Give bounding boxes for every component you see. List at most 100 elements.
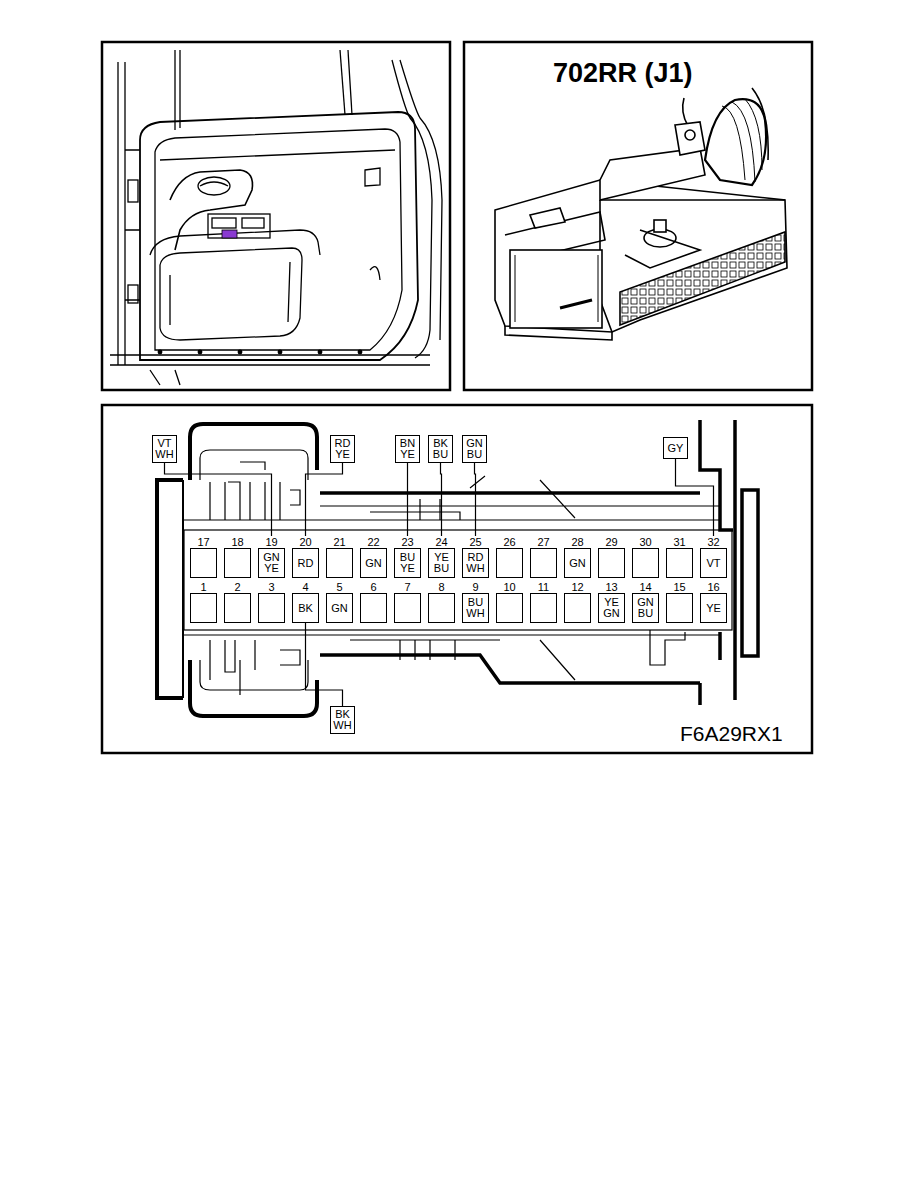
wire-color: YE BU — [434, 552, 449, 574]
wire-color-callout: BK BU — [428, 435, 453, 463]
connector-pin: 20RD — [292, 536, 319, 578]
panel-frame-part — [102, 42, 450, 390]
rear-door-drawing — [110, 50, 442, 385]
connector-sketch-part — [675, 122, 705, 155]
connector-pin: 2 — [224, 581, 251, 623]
connector-pin: 15 — [666, 581, 693, 623]
connector-pin: 22GN — [360, 536, 387, 578]
pin-cavity — [496, 593, 523, 623]
pin-number: 15 — [666, 581, 693, 593]
panel-frame-part — [464, 42, 812, 390]
housing-outline-part — [742, 490, 758, 656]
connector-pin: 19GN YE — [258, 536, 285, 578]
wire-color: GN — [569, 558, 586, 569]
pin-number: 6 — [360, 581, 387, 593]
connector-pin: 1 — [190, 581, 217, 623]
rear-door-drawing-part — [155, 129, 402, 350]
wire-color: VT WH — [155, 438, 173, 460]
leader-line — [306, 623, 343, 706]
pin-number: 32 — [700, 536, 727, 548]
pin-cavity — [564, 593, 591, 623]
connector-pin: 6 — [360, 581, 387, 623]
connector-sketch-part — [515, 255, 598, 322]
connector-pin: 32VT — [700, 536, 727, 578]
pin-number: 12 — [564, 581, 591, 593]
pin-cavity: BK — [292, 593, 319, 623]
connector-pin: 29 — [598, 536, 625, 578]
housing-outline-part — [700, 420, 733, 530]
housing-outline-part — [700, 632, 720, 705]
pin-number: 27 — [530, 536, 557, 548]
pin-cavity — [666, 548, 693, 578]
connector-pin: 26 — [496, 536, 523, 578]
housing-outline-part — [157, 480, 183, 698]
wire-color: BU WH — [466, 597, 484, 619]
wire-color-callout: BK WH — [330, 706, 355, 734]
connector-pin: 13YE GN — [598, 581, 625, 623]
leader-line — [475, 463, 476, 536]
rear-door-drawing-part — [200, 182, 228, 186]
pin-number: 1 — [190, 581, 217, 593]
wire-color: RD YE — [335, 438, 351, 460]
callout-frame: GN BU — [462, 435, 487, 463]
pin-number: 22 — [360, 536, 387, 548]
rear-door-drawing-part — [140, 112, 418, 360]
pin-number: 16 — [700, 581, 727, 593]
pin-cavity — [530, 593, 557, 623]
rear-door-drawing-part — [340, 50, 345, 115]
panel-frame-part — [102, 405, 812, 753]
pin-cavity: GN — [564, 548, 591, 578]
pin-number: 18 — [224, 536, 251, 548]
connector-sketch-part — [505, 326, 612, 340]
rear-door-drawing-part — [212, 218, 236, 228]
wire-color-callout: VT WH — [152, 435, 177, 463]
connector-pin: 30 — [632, 536, 659, 578]
pin-cavity: VT — [700, 548, 727, 578]
wire-color: GN YE — [263, 552, 280, 574]
rear-door-drawing-part — [198, 177, 230, 195]
pin-cavity: YE BU — [428, 548, 455, 578]
housing-outline-part — [190, 424, 317, 480]
pin-cavity: GN — [326, 593, 353, 623]
connector-pin: 23BU YE — [394, 536, 421, 578]
connector-pin: 16YE — [700, 581, 727, 623]
rear-door-drawing-part — [222, 230, 237, 238]
wire-color: GN BU — [637, 597, 654, 619]
rear-door-drawing-part — [365, 168, 380, 186]
pin-cavity — [258, 593, 285, 623]
leader-line — [676, 459, 714, 536]
connector-pin: 24 YE BU — [428, 536, 455, 578]
panel-frame — [102, 42, 812, 753]
housing-outline-part — [733, 420, 737, 700]
pin-number: 11 — [530, 581, 557, 593]
wire-color: RD — [298, 558, 314, 569]
pin-number: 31 — [666, 536, 693, 548]
pin-number: 29 — [598, 536, 625, 548]
rear-door-drawing-part — [370, 267, 380, 280]
pin-number: 21 — [326, 536, 353, 548]
wire-color: YE GN — [603, 597, 620, 619]
rear-door-drawing-part — [278, 350, 282, 354]
connector-id: 702RR (J1) — [553, 58, 693, 89]
connector-sketch-part — [530, 208, 565, 228]
rear-door-drawing-part — [208, 214, 270, 238]
wire-color-callout: BN YE — [395, 435, 420, 463]
housing-outline-part — [320, 476, 720, 520]
wire-color: BK BU — [433, 438, 448, 460]
housing-outline-part — [183, 520, 720, 530]
connector-sketch-part — [560, 300, 592, 308]
wire-color-callout: GY — [663, 437, 688, 459]
connector-sketch-part — [654, 220, 666, 232]
pin-number: 24 — [428, 536, 455, 548]
rear-door-drawing-part — [117, 62, 118, 365]
pin-cavity — [530, 548, 557, 578]
figure-code: F6A29RX1 — [680, 722, 783, 746]
connector-pin: 11 — [530, 581, 557, 623]
wire-color: BK WH — [333, 709, 351, 731]
wire-color-callout: RD YE — [330, 435, 355, 463]
housing-outline-part — [190, 660, 317, 716]
pin-cavity: BU WH — [462, 593, 489, 623]
wire-color: VT — [706, 558, 720, 569]
rear-door-drawing-part — [128, 285, 138, 303]
